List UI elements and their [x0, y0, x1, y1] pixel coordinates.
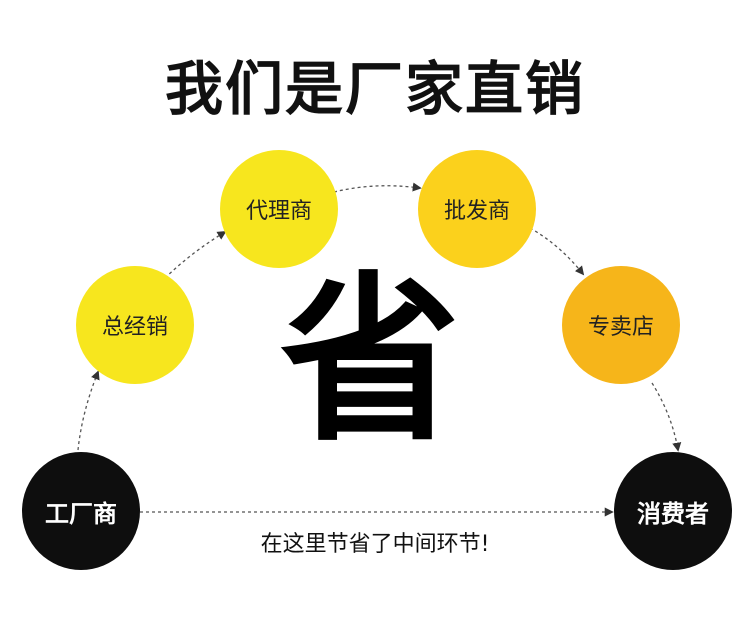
node-factory-label: 工厂商	[45, 499, 117, 528]
node-factory: 工厂商	[22, 452, 140, 570]
node-agent-label: 代理商	[245, 199, 312, 224]
arrow-wholesaler-to-store	[529, 227, 585, 276]
arrow-store-to-consumer	[651, 382, 682, 452]
node-agent: 代理商	[220, 150, 338, 268]
node-store: 专卖店	[562, 266, 680, 384]
save-character: 省	[280, 257, 461, 466]
node-distributor: 总经销	[76, 266, 194, 384]
node-wholesaler-label: 批发商	[443, 199, 510, 224]
arrow-factory-to-distributor	[77, 370, 100, 451]
node-distributor-label: 总经销	[101, 315, 168, 340]
page-title: 我们是厂家直销	[164, 55, 585, 123]
node-wholesaler: 批发商	[418, 150, 536, 268]
node-consumer-label: 消费者	[637, 499, 709, 528]
arrow-agent-to-wholesaler	[333, 182, 422, 193]
arrow-distributor-to-agent	[164, 231, 227, 279]
node-store-label: 专卖店	[587, 315, 654, 340]
node-consumer: 消费者	[614, 452, 732, 570]
savings-note: 在这里节省了中间环节!	[260, 532, 490, 557]
